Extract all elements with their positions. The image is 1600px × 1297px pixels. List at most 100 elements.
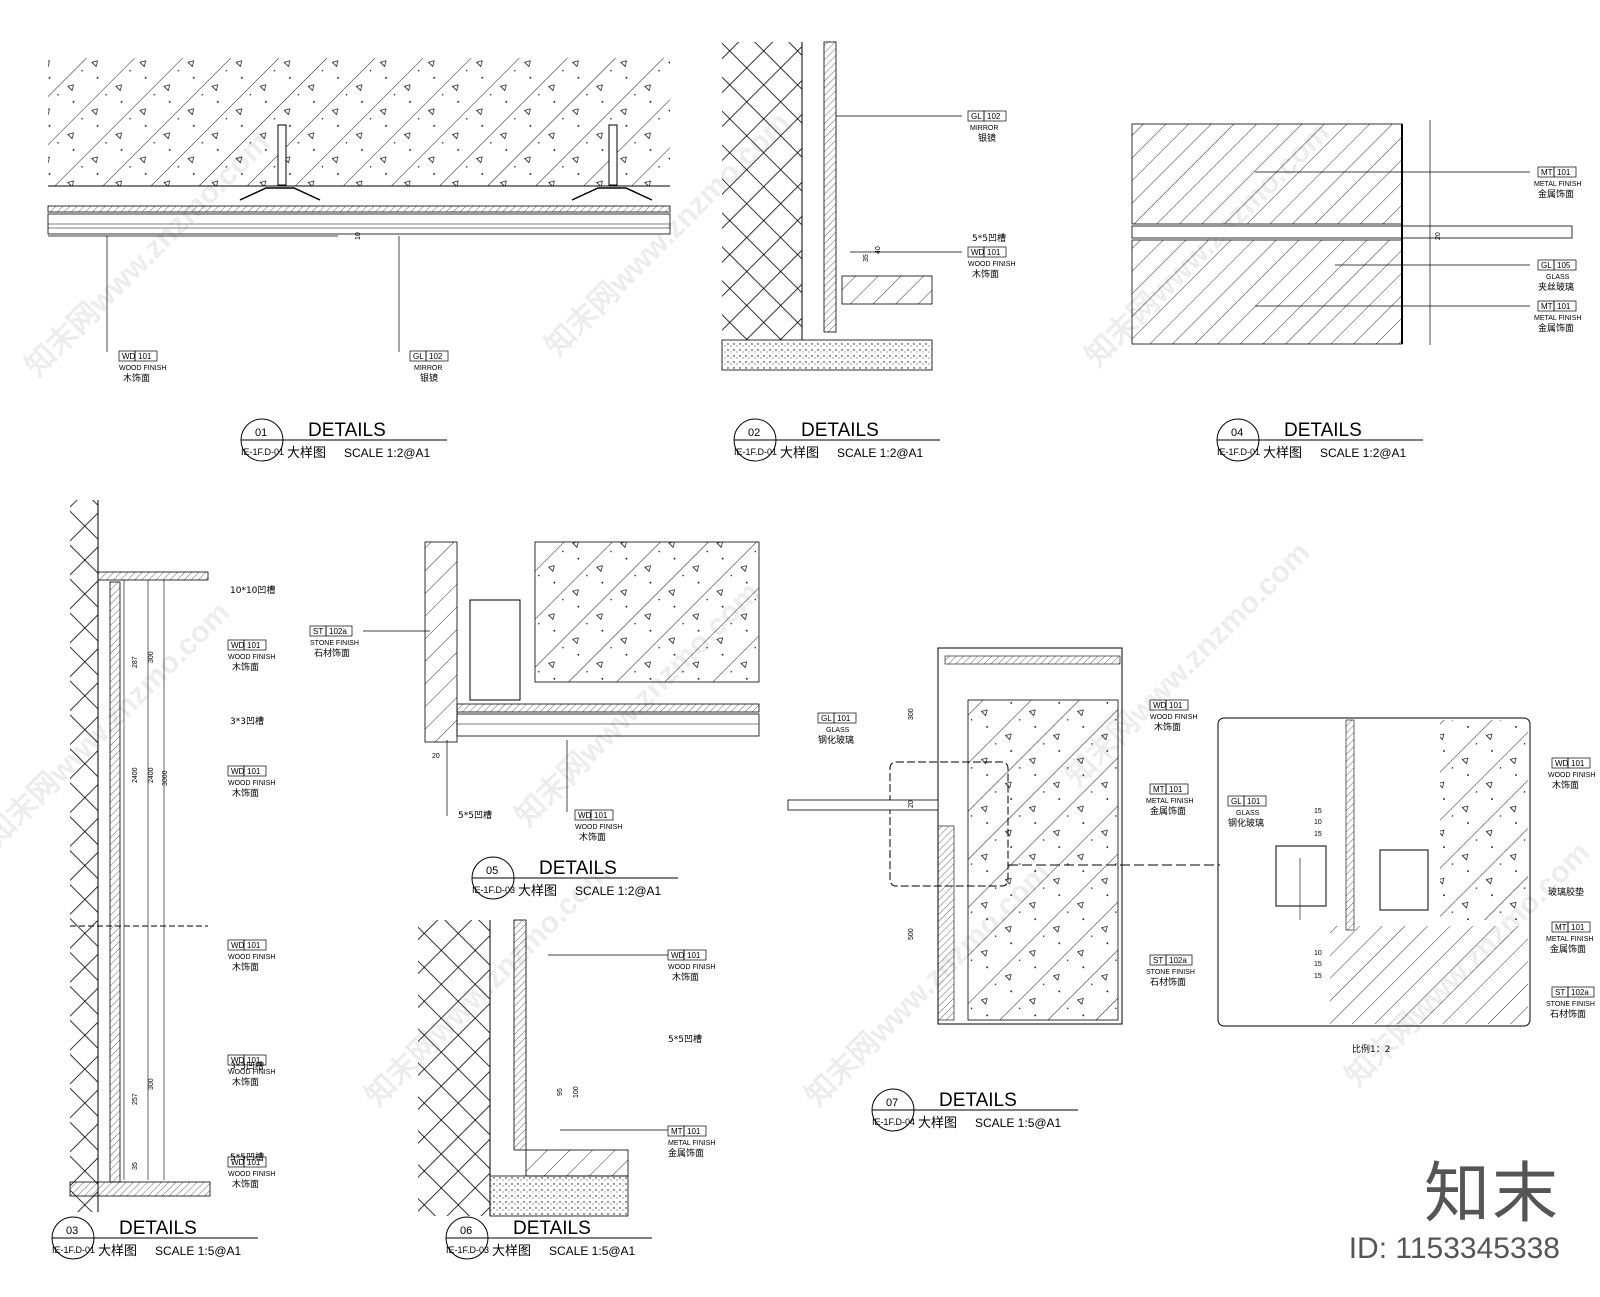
detail-reference: IE-1F.D-01 — [52, 1245, 95, 1255]
tag-number: 101 — [247, 641, 261, 650]
note-label: 3*3凹槽 — [230, 715, 264, 727]
tag-chinese: 木饰面 — [232, 661, 259, 673]
tag-chinese: 木饰面 — [232, 787, 259, 799]
note-label: 5*5凹槽 — [668, 1033, 702, 1045]
detail-title-block: 04 IE-1F.D-01 DETAILS 大样图 SCALE 1:2@A1 — [1216, 418, 1423, 462]
tag-number: 101 — [1557, 302, 1571, 311]
detail-title: DETAILS — [308, 420, 386, 441]
tag-number: 101 — [1571, 923, 1585, 932]
dimension-value: 2400 — [132, 767, 139, 783]
note-label: 5*5凹槽 — [972, 232, 1006, 244]
tag-english: WOOD FINISH — [968, 261, 1015, 268]
tag-chinese: 银镜 — [420, 372, 438, 384]
detail-scale: SCALE 1:5@A1 — [155, 1244, 242, 1258]
detail-reference: IE-1F.D-03 — [446, 1245, 489, 1255]
tag-code: GL — [1541, 261, 1552, 270]
tag-number: 102a — [1571, 988, 1589, 997]
detail-title: DETAILS — [513, 1218, 591, 1239]
detail-number: 04 — [1231, 427, 1243, 439]
tag-number: 101 — [247, 941, 261, 950]
detail-subtitle: 大样图 — [492, 1244, 531, 1259]
tag-english: STONE FINISH — [1146, 969, 1195, 976]
detail-scale: SCALE 1:5@A1 — [549, 1244, 636, 1258]
detail-title-block: 05 IE-1F.D-03 DETAILS 大样图 SCALE 1:2@A1 — [471, 856, 678, 900]
tag-code: GL — [971, 112, 982, 121]
note-label: 玻璃胶垫 — [1548, 886, 1584, 898]
dimension-value: 2400 — [148, 767, 155, 783]
tag-chinese: 金属饰面 — [1550, 943, 1586, 955]
dimension-value: 95 — [557, 1088, 564, 1096]
dimension-value: 20 — [432, 753, 440, 760]
detail-reference: IE-1F.D-03 — [472, 885, 515, 895]
tag-code: WD — [1153, 701, 1167, 710]
dimension-value: 100 — [573, 1086, 580, 1098]
detail-05-drawing — [363, 541, 760, 816]
tag-chinese: 木饰面 — [232, 1076, 259, 1088]
tag-code: WD — [578, 811, 592, 820]
note-label: 10*10凹槽 — [230, 584, 275, 596]
tag-english: METAL FINISH — [668, 1140, 715, 1147]
tag-number: 101 — [687, 951, 701, 960]
tag-code: MT — [1153, 785, 1165, 794]
dimension-value: 257 — [132, 1093, 139, 1105]
tag-number: 102a — [329, 627, 347, 636]
tag-english: WOOD FINISH — [228, 1069, 275, 1076]
tag-code: MT — [1541, 168, 1553, 177]
tag-english: WOOD FINISH — [228, 654, 275, 661]
tag-chinese: 木饰面 — [1154, 721, 1181, 733]
tag-chinese: 木饰面 — [972, 268, 999, 280]
detail-number: 03 — [66, 1225, 78, 1237]
dimension-value: 300 — [148, 1078, 155, 1090]
detail-reference: IE-1F.D-01 — [734, 447, 777, 457]
tag-english: WOOD FINISH — [1548, 772, 1595, 779]
tag-number: 101 — [1571, 759, 1585, 768]
tag-chinese: 钢化玻璃 — [818, 734, 854, 746]
tag-code: WD — [231, 767, 245, 776]
detail-02-drawing — [721, 41, 962, 371]
tag-english: METAL FINISH — [1546, 936, 1593, 943]
tag-chinese: 金属饰面 — [1150, 805, 1186, 817]
note-label: 比例1：2 — [1352, 1043, 1390, 1055]
tag-code: WD — [671, 951, 685, 960]
dimension-value: 15 — [1314, 831, 1322, 838]
tag-english: WOOD FINISH — [228, 954, 275, 961]
detail-06-drawing — [418, 919, 668, 1217]
tag-number: 101 — [247, 1158, 261, 1167]
tag-number: 101 — [247, 1056, 261, 1065]
detail-number: 02 — [748, 427, 760, 439]
tag-chinese: 石材饰面 — [1150, 976, 1186, 988]
tag-english: GLASS — [1236, 810, 1260, 817]
tag-chinese: 钢化玻璃 — [1228, 817, 1264, 829]
tag-english: METAL FINISH — [1146, 798, 1193, 805]
tag-number: 101 — [837, 714, 851, 723]
tag-code: GL — [821, 714, 832, 723]
tag-english: WOOD FINISH — [228, 1171, 275, 1178]
tag-number: 102a — [1169, 956, 1187, 965]
tag-code: WD — [231, 1056, 245, 1065]
tag-number: 101 — [247, 767, 261, 776]
detail-title-block: 06 IE-1F.D-03 DETAILS 大样图 SCALE 1:5@A1 — [445, 1216, 652, 1260]
dimension-value: 20 — [908, 800, 915, 808]
detail-title: DETAILS — [939, 1090, 1017, 1111]
resource-id: ID: 1153345338 — [1348, 1232, 1560, 1265]
tag-code: GL — [413, 352, 424, 361]
tag-english: WOOD FINISH — [119, 365, 166, 372]
tag-code: ST — [1555, 988, 1565, 997]
dimension-value: 10 — [355, 232, 362, 240]
tag-code: WD — [1555, 759, 1569, 768]
tag-chinese: 木饰面 — [672, 971, 699, 983]
tag-english: WOOD FINISH — [228, 780, 275, 787]
tag-english: GLASS — [826, 727, 850, 734]
